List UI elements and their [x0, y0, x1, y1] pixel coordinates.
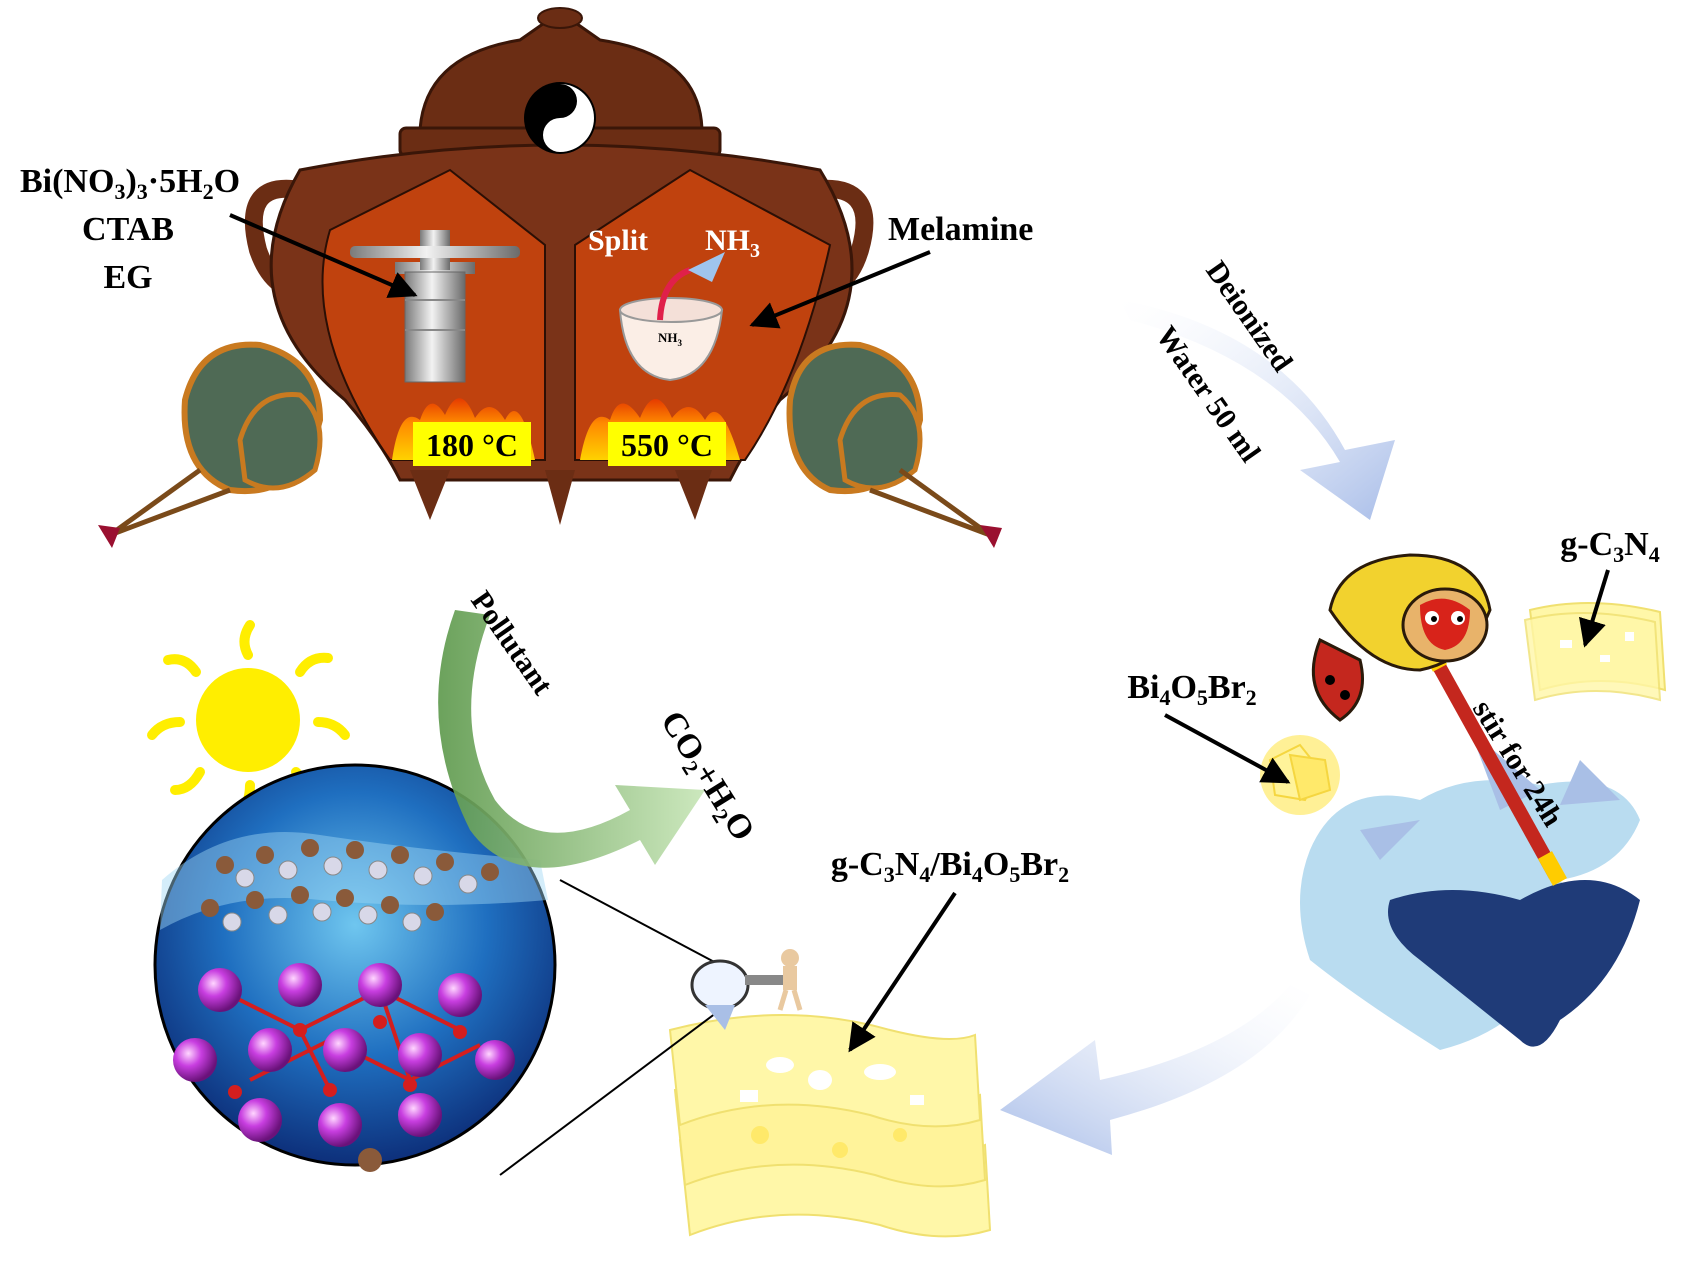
- stir-rod: [1423, 646, 1562, 879]
- precursor-label: Bi(NO3)3·5H2O: [20, 163, 240, 204]
- composite-arrow: [848, 891, 957, 1053]
- composite-label: g-C3N4/Bi4O5Br2: [831, 846, 1069, 887]
- magnifier-icon: [499, 879, 803, 1176]
- monkey-king-icon: [1311, 553, 1492, 722]
- bob-label: Bi4O5Br2: [1127, 669, 1256, 710]
- ctab-label: CTAB: [82, 211, 174, 248]
- return-flow-arrow: [1000, 985, 1310, 1155]
- gcn-layer: [201, 839, 499, 932]
- pollutant-arrow: [438, 610, 705, 868]
- crucible-nh3: NH3: [658, 330, 683, 348]
- bob-crystal-icon: [1260, 735, 1340, 815]
- eg-label: EG: [103, 259, 152, 296]
- pot-lid: [418, 10, 704, 132]
- melamine-arrow: [749, 250, 931, 329]
- crucible-icon: NH3: [618, 252, 725, 382]
- bob-arrow: [1164, 713, 1291, 784]
- water-flow-arrow: [1120, 300, 1395, 520]
- nh3-label: NH3: [705, 224, 760, 262]
- bob-lattice: [173, 963, 515, 1172]
- rock: [1388, 880, 1640, 1047]
- zoom-sphere: [153, 763, 557, 1172]
- reactor-pot: 180 °C 550 °C NH3: [98, 7, 1002, 548]
- gcn-arrow: [1579, 569, 1610, 648]
- temp-right: 550 °C: [621, 427, 713, 463]
- temp-box-right: [608, 422, 726, 466]
- bellows-right: [786, 341, 1002, 548]
- gcn-label: g-C3N4: [1560, 526, 1659, 567]
- temp-box-left: [413, 422, 531, 466]
- yin-yang-icon: [524, 82, 596, 154]
- bellows-left: [98, 341, 324, 548]
- stirring-scene: [1300, 553, 1640, 1050]
- precursor-arrow: [229, 213, 418, 298]
- split-label: Split: [588, 224, 648, 257]
- composite-sheet-icon: [668, 1014, 992, 1238]
- melamine-label: Melamine: [888, 211, 1033, 248]
- temp-left: 180 °C: [426, 427, 518, 463]
